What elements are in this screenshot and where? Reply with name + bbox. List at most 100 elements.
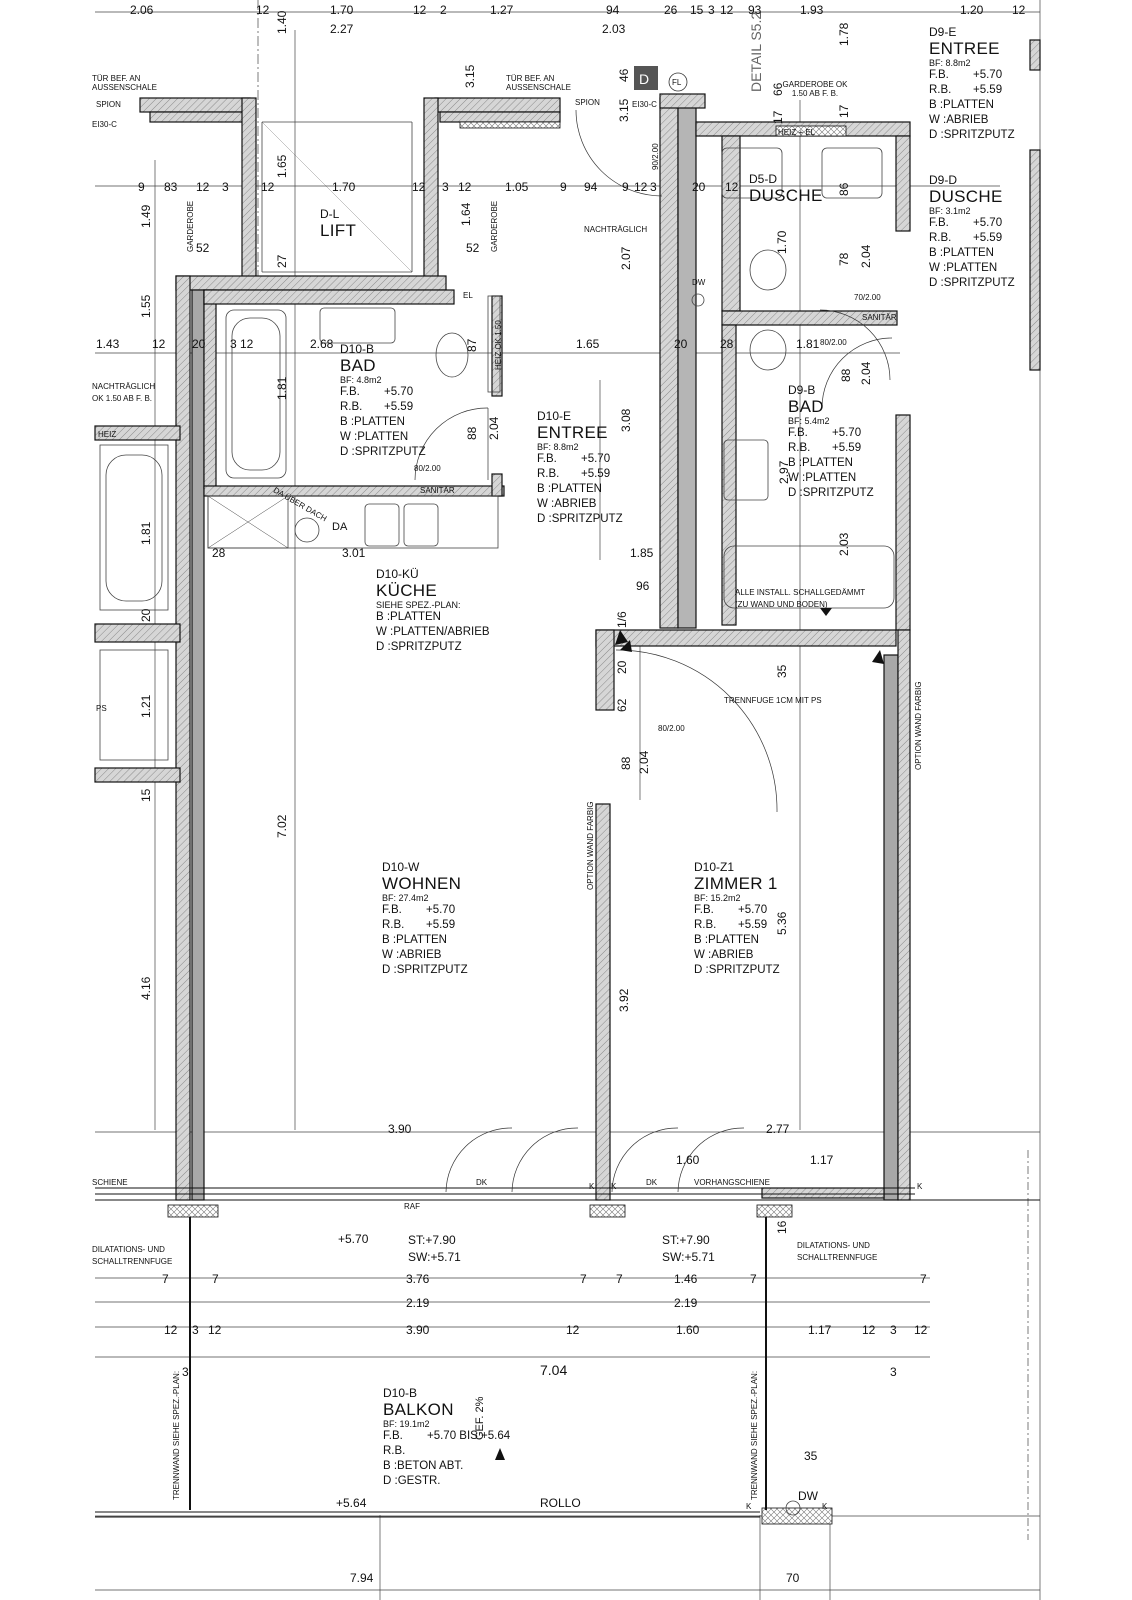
dim-vertical: 88 xyxy=(839,368,853,382)
note-ei30-left: EI30-C xyxy=(92,120,117,129)
dim-vertical: 46 xyxy=(617,68,631,82)
dim-top: 12 xyxy=(720,3,734,17)
dim-704: 7.04 xyxy=(540,1362,568,1378)
dim-vertical: 1.55 xyxy=(139,294,153,318)
note-install2: (ZU WAND UND BODEN) xyxy=(735,600,828,609)
room-area: BF: 3.1m2 xyxy=(929,206,971,216)
note-sanitaer-right: SANITÄR xyxy=(862,313,897,322)
wall-finish: W :PLATTEN xyxy=(788,472,857,484)
dim-row2: 12 xyxy=(412,180,426,194)
walls xyxy=(94,39,1041,1201)
room-lift: D-L LIFT xyxy=(320,207,356,241)
room-name: BAD xyxy=(788,397,824,416)
floor-finish: B :PLATTEN xyxy=(694,934,759,946)
dim-390: 3.90 xyxy=(388,1122,412,1136)
note-dk-left: DK xyxy=(476,1178,488,1187)
dim-bottom3: 12 xyxy=(164,1323,178,1337)
room-code: D9-E xyxy=(929,25,957,39)
note-spion-mid: SPION xyxy=(575,98,600,107)
room-name: DUSCHE xyxy=(929,187,1003,206)
room-name: DUSCHE xyxy=(749,186,823,205)
dim-bottom1: 1.46 xyxy=(674,1272,698,1286)
floor-finish: B :PLATTEN xyxy=(929,99,994,111)
dim-bottom3: 12 xyxy=(862,1323,876,1337)
facade-strips xyxy=(167,121,847,1525)
dim-vertical: 88 xyxy=(465,426,479,440)
dim-vertical: 3.08 xyxy=(619,408,633,432)
room-code: D-L xyxy=(320,207,340,221)
dim-row3: 1.81 xyxy=(796,337,820,351)
room-area: BF: 8.8m2 xyxy=(537,442,579,452)
dim-bottom3: 3.90 xyxy=(406,1323,430,1337)
room-d9-bad: D9-B BAD BF: 5.4m2 F.B.+5.70 R.B.+5.59 B… xyxy=(788,384,874,501)
floor-level: F.B.+5.70 xyxy=(694,904,768,916)
note-install: ALLE INSTALL. SCHALLGEDÄMMT xyxy=(735,588,866,597)
dim-bottom3: 3 xyxy=(192,1323,199,1337)
room-code: D10-KÜ xyxy=(376,567,419,581)
level-564: +5.64 xyxy=(336,1496,367,1510)
dim-top: 26 xyxy=(664,3,678,17)
dim-top: 1.20 xyxy=(960,3,984,17)
dim-bottom3: 12 xyxy=(914,1323,928,1337)
dim-row2: 3 xyxy=(442,180,449,194)
dim-vertical: 2.97 xyxy=(777,460,791,484)
note-door-mid: TÜR BEF. AN AUSSENSCHALE xyxy=(506,74,571,92)
room-name: ENTREE xyxy=(929,39,1000,58)
dim-vertical: 17 xyxy=(771,110,785,124)
dim-row2: 9 xyxy=(138,180,145,194)
dim-row3: 3 xyxy=(230,337,237,351)
ceiling-finish: D :SPRITZPUTZ xyxy=(929,129,1015,141)
dim-bottom3: 12 xyxy=(566,1323,580,1337)
dim-bottom1: 7 xyxy=(580,1272,587,1286)
dim-top: 1.78 xyxy=(837,22,851,46)
level-sw-right: SW:+5.71 xyxy=(662,1250,715,1264)
room-d10-wohnen: D10-W WOHNEN BF: 27.4m2 F.B.+5.70 R.B.+5… xyxy=(382,861,468,978)
note-rollo: ROLLO xyxy=(540,1496,581,1510)
dim-top: 1.40 xyxy=(275,10,289,34)
note-dilatation-left: DILATATIONS- UND xyxy=(92,1245,165,1254)
dim-vertical: 3.15 xyxy=(463,64,477,88)
dim-185: 1.85 xyxy=(630,546,654,560)
dim-bottom2: 2.19 xyxy=(406,1296,430,1310)
note-garderobe-mid: GARDEROBE xyxy=(490,200,499,252)
dim-row2: 83 xyxy=(164,180,178,194)
dim-vertical: 78 xyxy=(837,252,851,266)
dim-117: 1.17 xyxy=(810,1153,834,1167)
room-code: D5-D xyxy=(749,172,778,186)
dim-vertical: 66 xyxy=(771,82,785,96)
raw-level: R.B. xyxy=(383,1445,406,1457)
note-spion-left: SPION xyxy=(96,100,121,109)
raw-level: R.B.+5.59 xyxy=(382,919,456,931)
dim-35: 35 xyxy=(804,1449,818,1463)
note-da: DA xyxy=(332,521,348,533)
dim-row3: 1.43 xyxy=(96,337,120,351)
room-d10-zimmer1: D10-Z1 ZIMMER 1 BF: 15.2m2 F.B.+5.70 R.B… xyxy=(694,861,780,978)
dim-top: 94 xyxy=(606,3,620,17)
dim-door-d9: 80/2.00 xyxy=(820,338,847,347)
window-lines xyxy=(95,1187,1040,1518)
ceiling-finish: D :SPRITZPUTZ xyxy=(929,277,1015,289)
dim-bottom1: 7 xyxy=(162,1272,169,1286)
dim-row2: 12 xyxy=(196,180,210,194)
dim-row2: 9 xyxy=(560,180,567,194)
wall-finish: W :ABRIEB xyxy=(694,949,754,961)
room-name: ZIMMER 1 xyxy=(694,874,778,893)
note-garderobe: GARDEROBE OK 1.50 AB F. B. xyxy=(782,80,848,98)
dim-vertical: 2.04 xyxy=(637,750,651,774)
dim-row2: 12 xyxy=(458,180,472,194)
ceiling-finish: D :SPRITZPUTZ xyxy=(694,964,780,976)
room-name: KÜCHE xyxy=(376,581,438,600)
note-trennfuge: TRENNFUGE 1CM MIT PS xyxy=(724,696,822,705)
note-heiz-el: HEIZ + EL xyxy=(778,128,816,137)
dim-top: 12 xyxy=(413,3,427,17)
dim-vertical: 1.49 xyxy=(139,204,153,228)
level-st-left: ST:+7.90 xyxy=(408,1233,456,1247)
note-schiene: SCHIENE xyxy=(92,1178,128,1187)
note-k5: K xyxy=(822,1502,828,1511)
level-st-right: ST:+7.90 xyxy=(662,1233,710,1247)
room-d10-bad: D10-B BAD BF: 4.8m2 F.B.+5.70 R.B.+5.59 … xyxy=(340,343,426,460)
dim-row3: 12 xyxy=(240,337,254,351)
dim-top: 1.93 xyxy=(800,3,824,17)
dim-door-dusche: 70/2.00 xyxy=(854,293,881,302)
note-k1: K xyxy=(589,1182,595,1191)
